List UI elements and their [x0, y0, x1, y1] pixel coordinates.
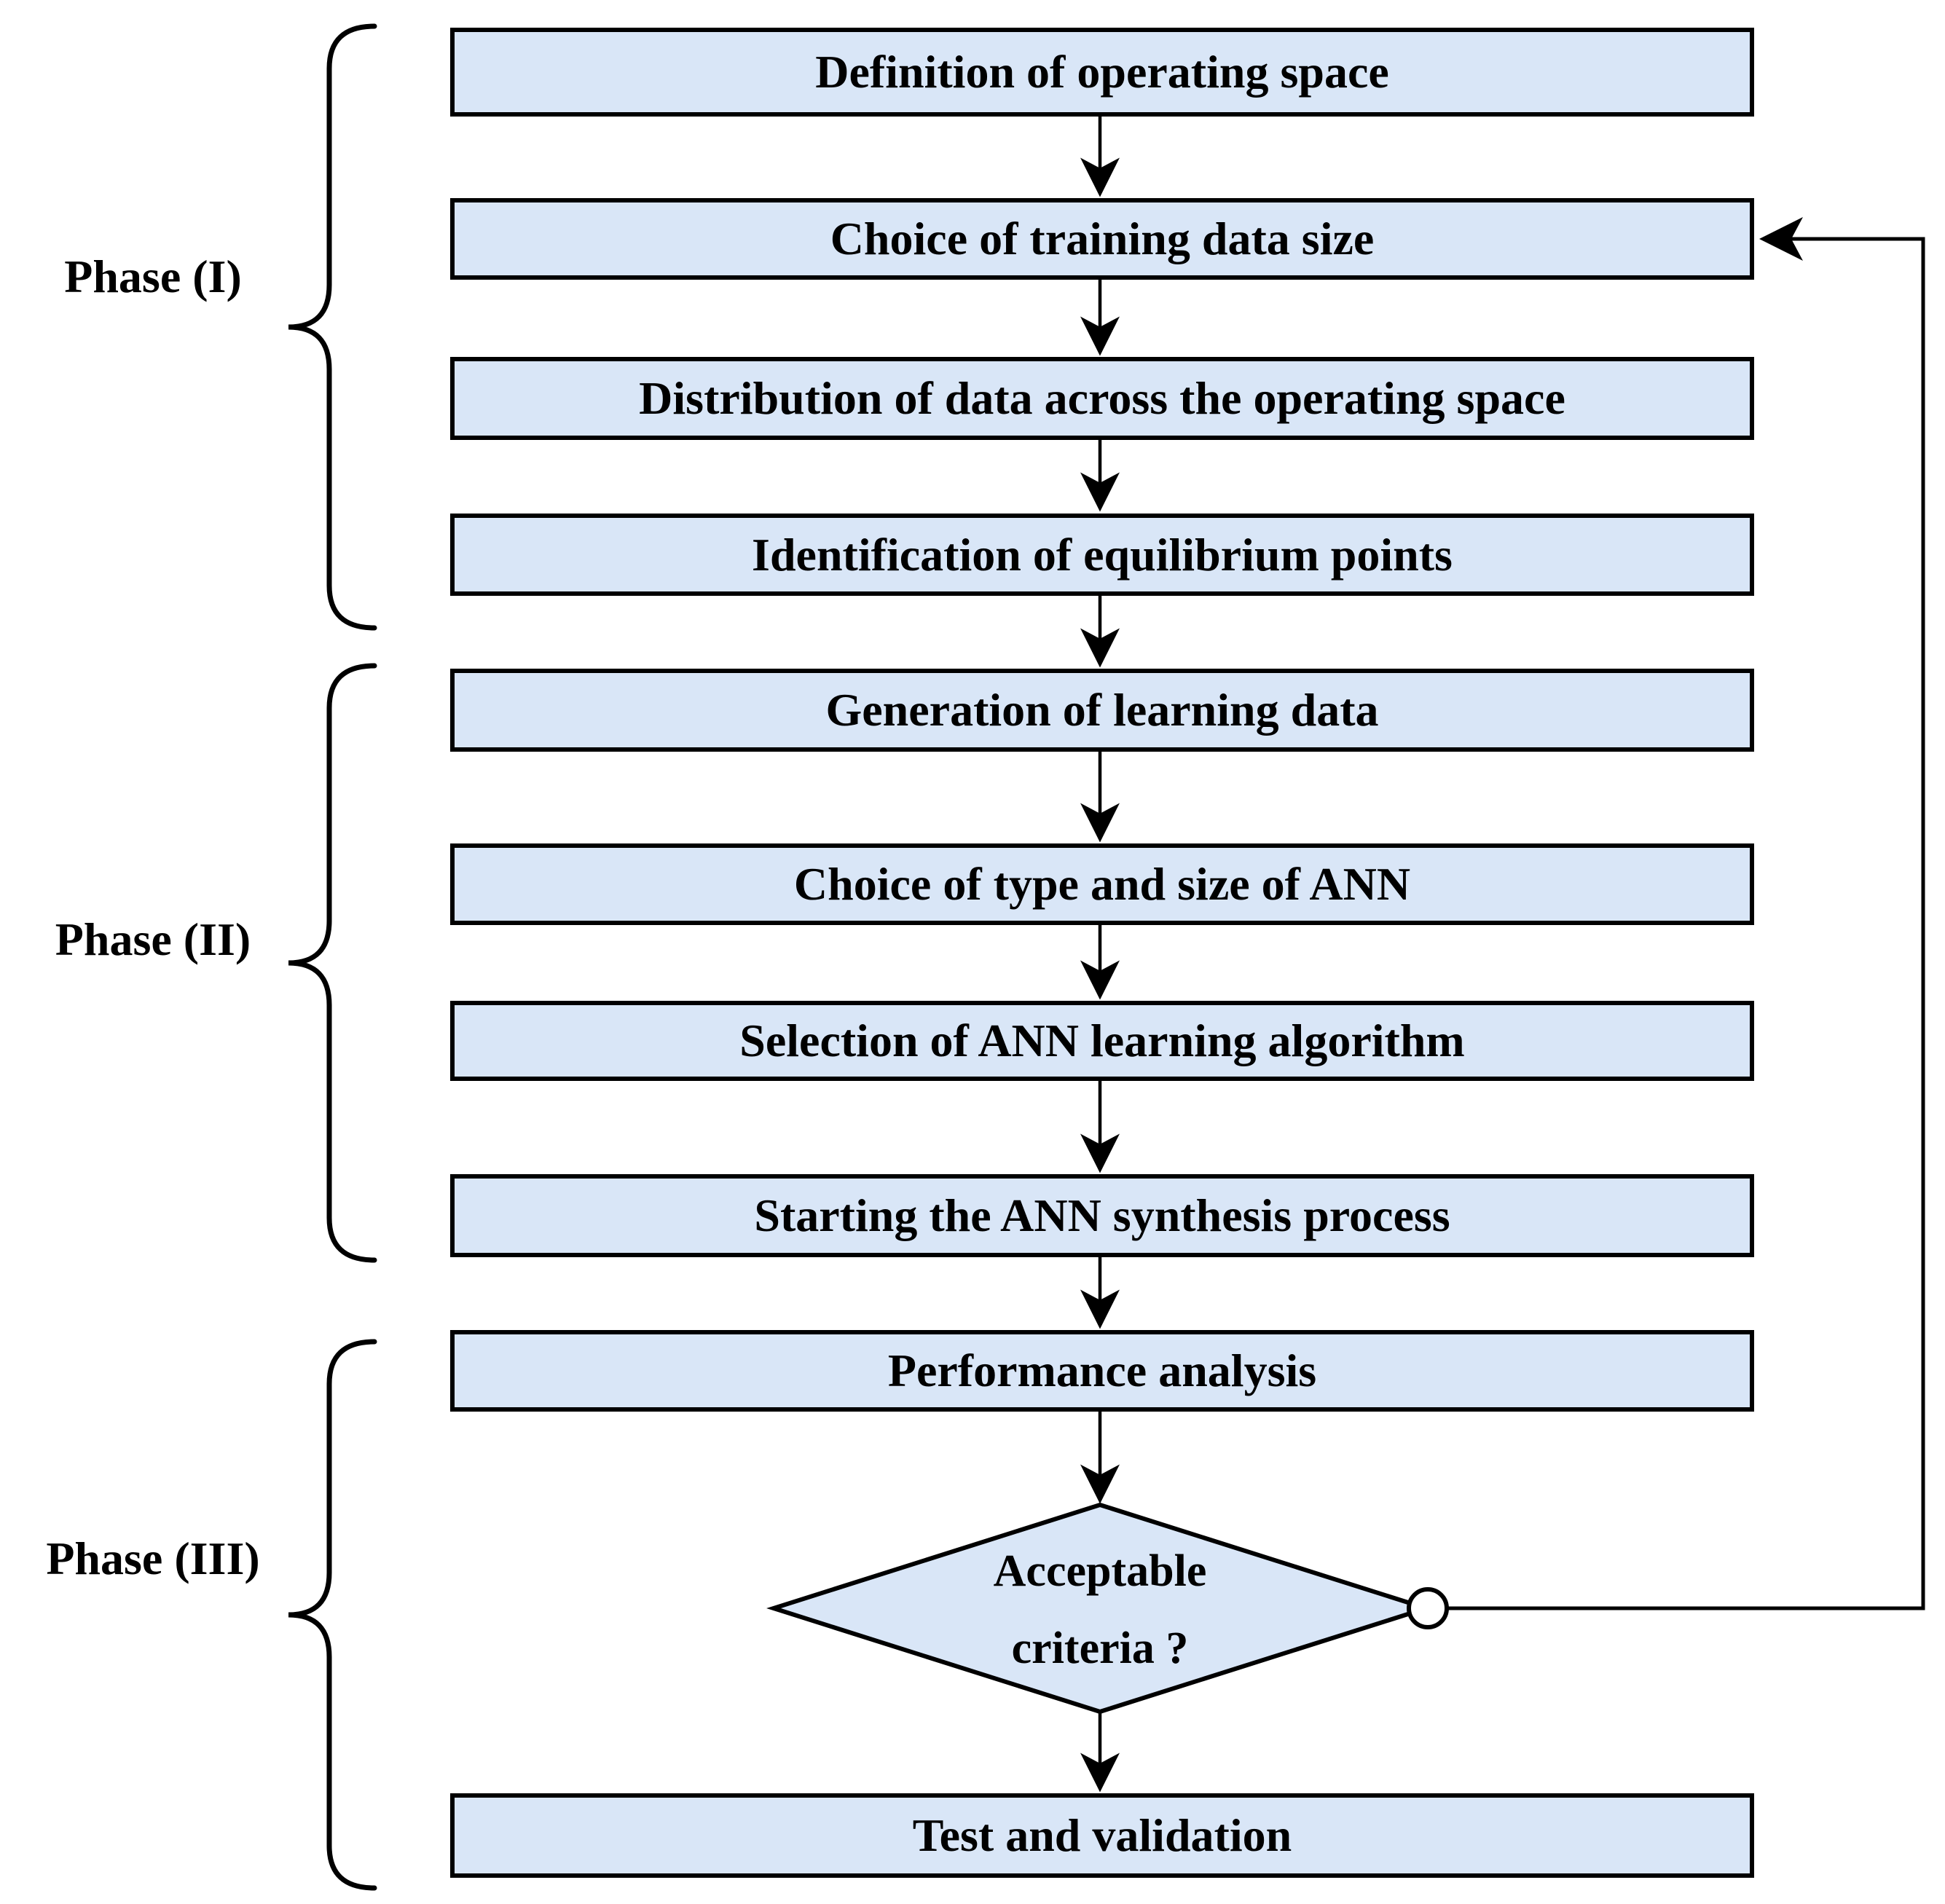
flow-step-starting-ann-synthesis: Starting the ANN synthesis process: [450, 1174, 1754, 1257]
feedback-line: [1447, 217, 1925, 1610]
flow-step-distribution-of-data: Distribution of data across the operatin…: [450, 357, 1754, 440]
flow-step-definition-operating-space: Definition of operating space: [450, 28, 1754, 117]
phase-2-label: Phase (II): [55, 913, 251, 965]
flow-step-label: Test and validation: [912, 1809, 1292, 1861]
flow-step-label: Choice of type and size of ANN: [793, 858, 1411, 910]
phase-3-brace: [288, 1339, 377, 1891]
flow-step-label: Choice of training data size: [830, 213, 1375, 264]
flow-step-selection-learning-algorithm: Selection of ANN learning algorithm: [450, 1001, 1754, 1081]
phase-3-label: Phase (III): [46, 1533, 260, 1584]
flow-step-label: Generation of learning data: [825, 684, 1379, 736]
flow-step-label: Distribution of data across the operatin…: [639, 372, 1565, 424]
decision-label-line2: criteria ?: [1011, 1624, 1189, 1673]
decision-diamond: [766, 1502, 1434, 1715]
phase-1-brace: [288, 23, 377, 631]
flow-step-choice-type-size-ann: Choice of type and size of ANN: [450, 843, 1754, 925]
flow-step-label: Starting the ANN synthesis process: [754, 1189, 1450, 1241]
phase-1-label: Phase (I): [64, 251, 242, 302]
flow-step-choice-training-data-size: Choice of training data size: [450, 198, 1754, 280]
flow-step-label: Performance analysis: [887, 1345, 1317, 1396]
phase-2-brace: [288, 663, 377, 1263]
flow-step-performance-analysis: Performance analysis: [450, 1330, 1754, 1412]
flow-step-test-and-validation: Test and validation: [450, 1793, 1754, 1878]
decision-label: Acceptable criteria ?: [845, 1531, 1355, 1688]
flow-step-label: Selection of ANN learning algorithm: [739, 1015, 1465, 1066]
decision-label-line1: Acceptable: [993, 1546, 1207, 1596]
flow-step-generation-learning-data: Generation of learning data: [450, 669, 1754, 752]
flow-step-label: Definition of operating space: [815, 46, 1389, 98]
flow-step-label: Identification of equilibrium points: [752, 528, 1453, 581]
flow-step-identification-equilibrium: Identification of equilibrium points: [450, 514, 1754, 596]
connector-circle: [1407, 1587, 1449, 1629]
